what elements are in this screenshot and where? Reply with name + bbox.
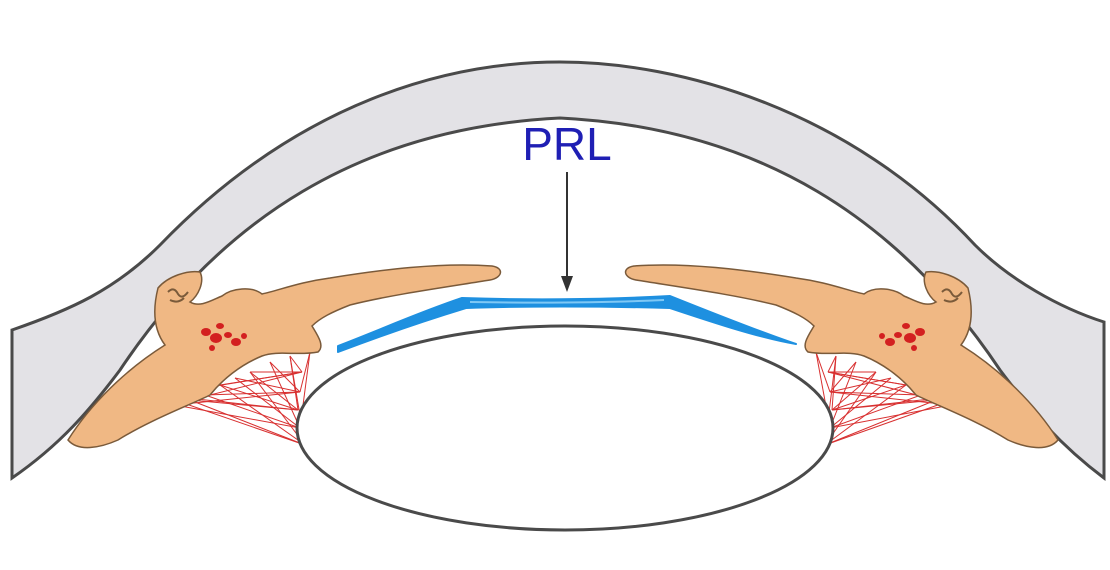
iris-ciliary-body-right (624, 264, 1059, 449)
pigment-spot (216, 323, 224, 329)
zonule-fiber (174, 404, 301, 429)
zonule-fiber (174, 391, 301, 406)
pigment-spot (224, 332, 232, 338)
zonule-fiber (829, 391, 922, 396)
zonule-fiber (299, 351, 311, 393)
pigment-spot (894, 332, 902, 338)
zonule-fiber (827, 371, 907, 386)
pigment-spot (879, 333, 885, 339)
pigment-spot (209, 345, 215, 351)
zonule-fiber (829, 361, 857, 429)
zonule-fiber (204, 394, 301, 429)
zonule-fiber (829, 361, 857, 393)
crystalline-lens (295, 324, 835, 532)
zonule-fiber (824, 399, 937, 446)
cornea-sclera-band (10, 60, 1106, 482)
zonule-fiber (219, 384, 299, 411)
prl-implant (337, 295, 797, 353)
pigment-spot (911, 345, 917, 351)
zonule-fiber (831, 399, 937, 411)
zonule-fiber (824, 384, 907, 446)
zonule-fiber (189, 399, 306, 446)
pigment-spots-left (201, 323, 247, 351)
prl-pointer-arrowhead (561, 276, 573, 292)
prl-implant-highlight (469, 299, 665, 304)
zonule-fiber (829, 394, 922, 429)
zonule-fiber (219, 384, 306, 446)
trabecular-meshwork-right (941, 288, 963, 303)
zonule-fiber (827, 355, 837, 373)
zonule-fiber (234, 377, 301, 393)
zonule-fiber (269, 361, 301, 429)
pigment-spot (210, 333, 222, 343)
zonule-fiber (829, 404, 952, 429)
trabecular-meshwork-left (167, 288, 189, 303)
pigment-spot (915, 328, 925, 336)
zonule-fiber (829, 377, 892, 429)
zonule-fiber (234, 377, 301, 429)
zonule-fiber (189, 399, 299, 411)
pigment-spot (902, 323, 910, 329)
pigment-spot (231, 338, 241, 346)
iris-ciliary-body-left (67, 264, 502, 449)
zonule-fiber (289, 355, 303, 373)
zonule-fiber (815, 351, 831, 393)
pigment-spot (241, 333, 247, 339)
pigment-spot (885, 338, 895, 346)
prl-label: PRL (522, 118, 611, 170)
pigment-spots-right (879, 323, 925, 351)
pigment-spot (201, 328, 211, 336)
pigment-spot (904, 333, 916, 343)
zonule-fiber (219, 371, 303, 386)
zonule-fiber (831, 384, 907, 411)
zonule-fiber (249, 371, 299, 411)
